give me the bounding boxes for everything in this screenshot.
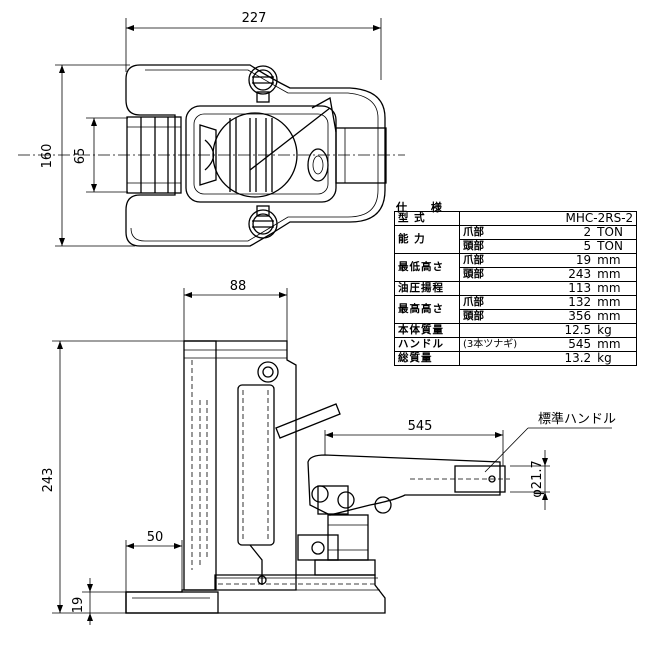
stroke-unit: mm bbox=[594, 281, 638, 296]
spec-title: 仕 様 bbox=[396, 201, 452, 214]
side-view: 88 243 50 19 bbox=[41, 279, 510, 625]
stroke-value: 113 bbox=[520, 281, 595, 296]
spec-row-capacity-claw: 能 力 爪部 2 TON bbox=[394, 225, 638, 254]
max-head-unit: mm bbox=[594, 309, 638, 324]
total-mass-unit: kg bbox=[594, 351, 638, 366]
min-claw-sub: 爪部 bbox=[459, 253, 521, 268]
total-mass-value: 13.2 bbox=[520, 351, 595, 366]
min-claw-value: 19 bbox=[520, 253, 595, 268]
max-head-value: 356 bbox=[520, 309, 595, 324]
spec-row-max-head: 頭部 356 mm bbox=[395, 309, 638, 324]
spec-row-model: 型 式 MHC-2RS-2 bbox=[394, 211, 638, 226]
capacity-head-sub: 頭部 bbox=[459, 239, 521, 254]
max-head-sub: 頭部 bbox=[459, 309, 521, 324]
min-claw-unit: mm bbox=[594, 253, 638, 268]
dim-top-width: 227 bbox=[242, 11, 267, 26]
spec-row-handle: ハンドル (3本ツナギ) 545 mm bbox=[394, 337, 638, 352]
capacity-claw-sub: 爪部 bbox=[459, 225, 521, 240]
capacity-claw-unit: TON bbox=[594, 225, 638, 240]
handle-spec-note: (3本ツナギ) bbox=[459, 337, 521, 352]
min-head-value: 243 bbox=[520, 267, 595, 282]
spec-row-max-claw: 最高高さ 爪部 132 mm bbox=[394, 295, 638, 324]
model-value: MHC-2RS-2 bbox=[459, 211, 638, 226]
dim-base-height: 19 bbox=[71, 597, 86, 614]
min-head-unit: mm bbox=[594, 267, 638, 282]
handle-spec-label: ハンドル bbox=[394, 337, 460, 352]
model-label: 型 式 bbox=[394, 211, 460, 226]
min-head-sub: 頭部 bbox=[459, 267, 521, 282]
top-view: 227 160 65 bbox=[18, 11, 405, 247]
body-mass-unit: kg bbox=[594, 323, 638, 338]
body-mass-value: 12.5 bbox=[520, 323, 595, 338]
handle-dimensions: 545 φ21.7 標準ハンドル bbox=[324, 411, 616, 510]
min-height-label: 最低高さ bbox=[394, 253, 460, 282]
total-mass-label: 総質量 bbox=[394, 351, 460, 366]
handle-callout-label: 標準ハンドル bbox=[538, 411, 616, 427]
max-claw-sub: 爪部 bbox=[459, 295, 521, 310]
handle-spec-unit: mm bbox=[594, 337, 638, 352]
dim-claw-offset: 50 bbox=[147, 530, 164, 545]
body-mass-label: 本体質量 bbox=[394, 323, 460, 338]
capacity-head-value: 5 bbox=[520, 239, 595, 254]
max-height-label: 最高高さ bbox=[394, 295, 460, 324]
max-claw-unit: mm bbox=[594, 295, 638, 310]
stroke-label: 油圧揚程 bbox=[394, 281, 460, 296]
capacity-head-unit: TON bbox=[594, 239, 638, 254]
spec-row-min-claw: 最低高さ 爪部 19 mm bbox=[394, 253, 638, 282]
dim-handle-dia: φ21.7 bbox=[530, 460, 545, 498]
capacity-claw-value: 2 bbox=[520, 225, 595, 240]
dim-top-height: 160 bbox=[40, 144, 55, 169]
handle-spec-value: 545 bbox=[520, 337, 595, 352]
spec-row-stroke: 油圧揚程 113 mm bbox=[394, 281, 638, 296]
capacity-label: 能 力 bbox=[394, 225, 460, 254]
spec-row-capacity-head: 頭部 5 TON bbox=[395, 239, 638, 254]
dim-side-height: 243 bbox=[41, 468, 56, 493]
spec-table: 型 式 MHC-2RS-2 能 力 爪部 2 TON 頭部 5 TON 最低高さ… bbox=[394, 211, 638, 366]
dim-side-width: 88 bbox=[230, 279, 247, 294]
dim-top-inner: 65 bbox=[73, 148, 88, 165]
spec-row-body-mass: 本体質量 12.5 kg bbox=[394, 323, 638, 338]
max-claw-value: 132 bbox=[520, 295, 595, 310]
spec-row-total-mass: 総質量 13.2 kg bbox=[394, 351, 638, 366]
dim-handle-length: 545 bbox=[408, 419, 433, 434]
